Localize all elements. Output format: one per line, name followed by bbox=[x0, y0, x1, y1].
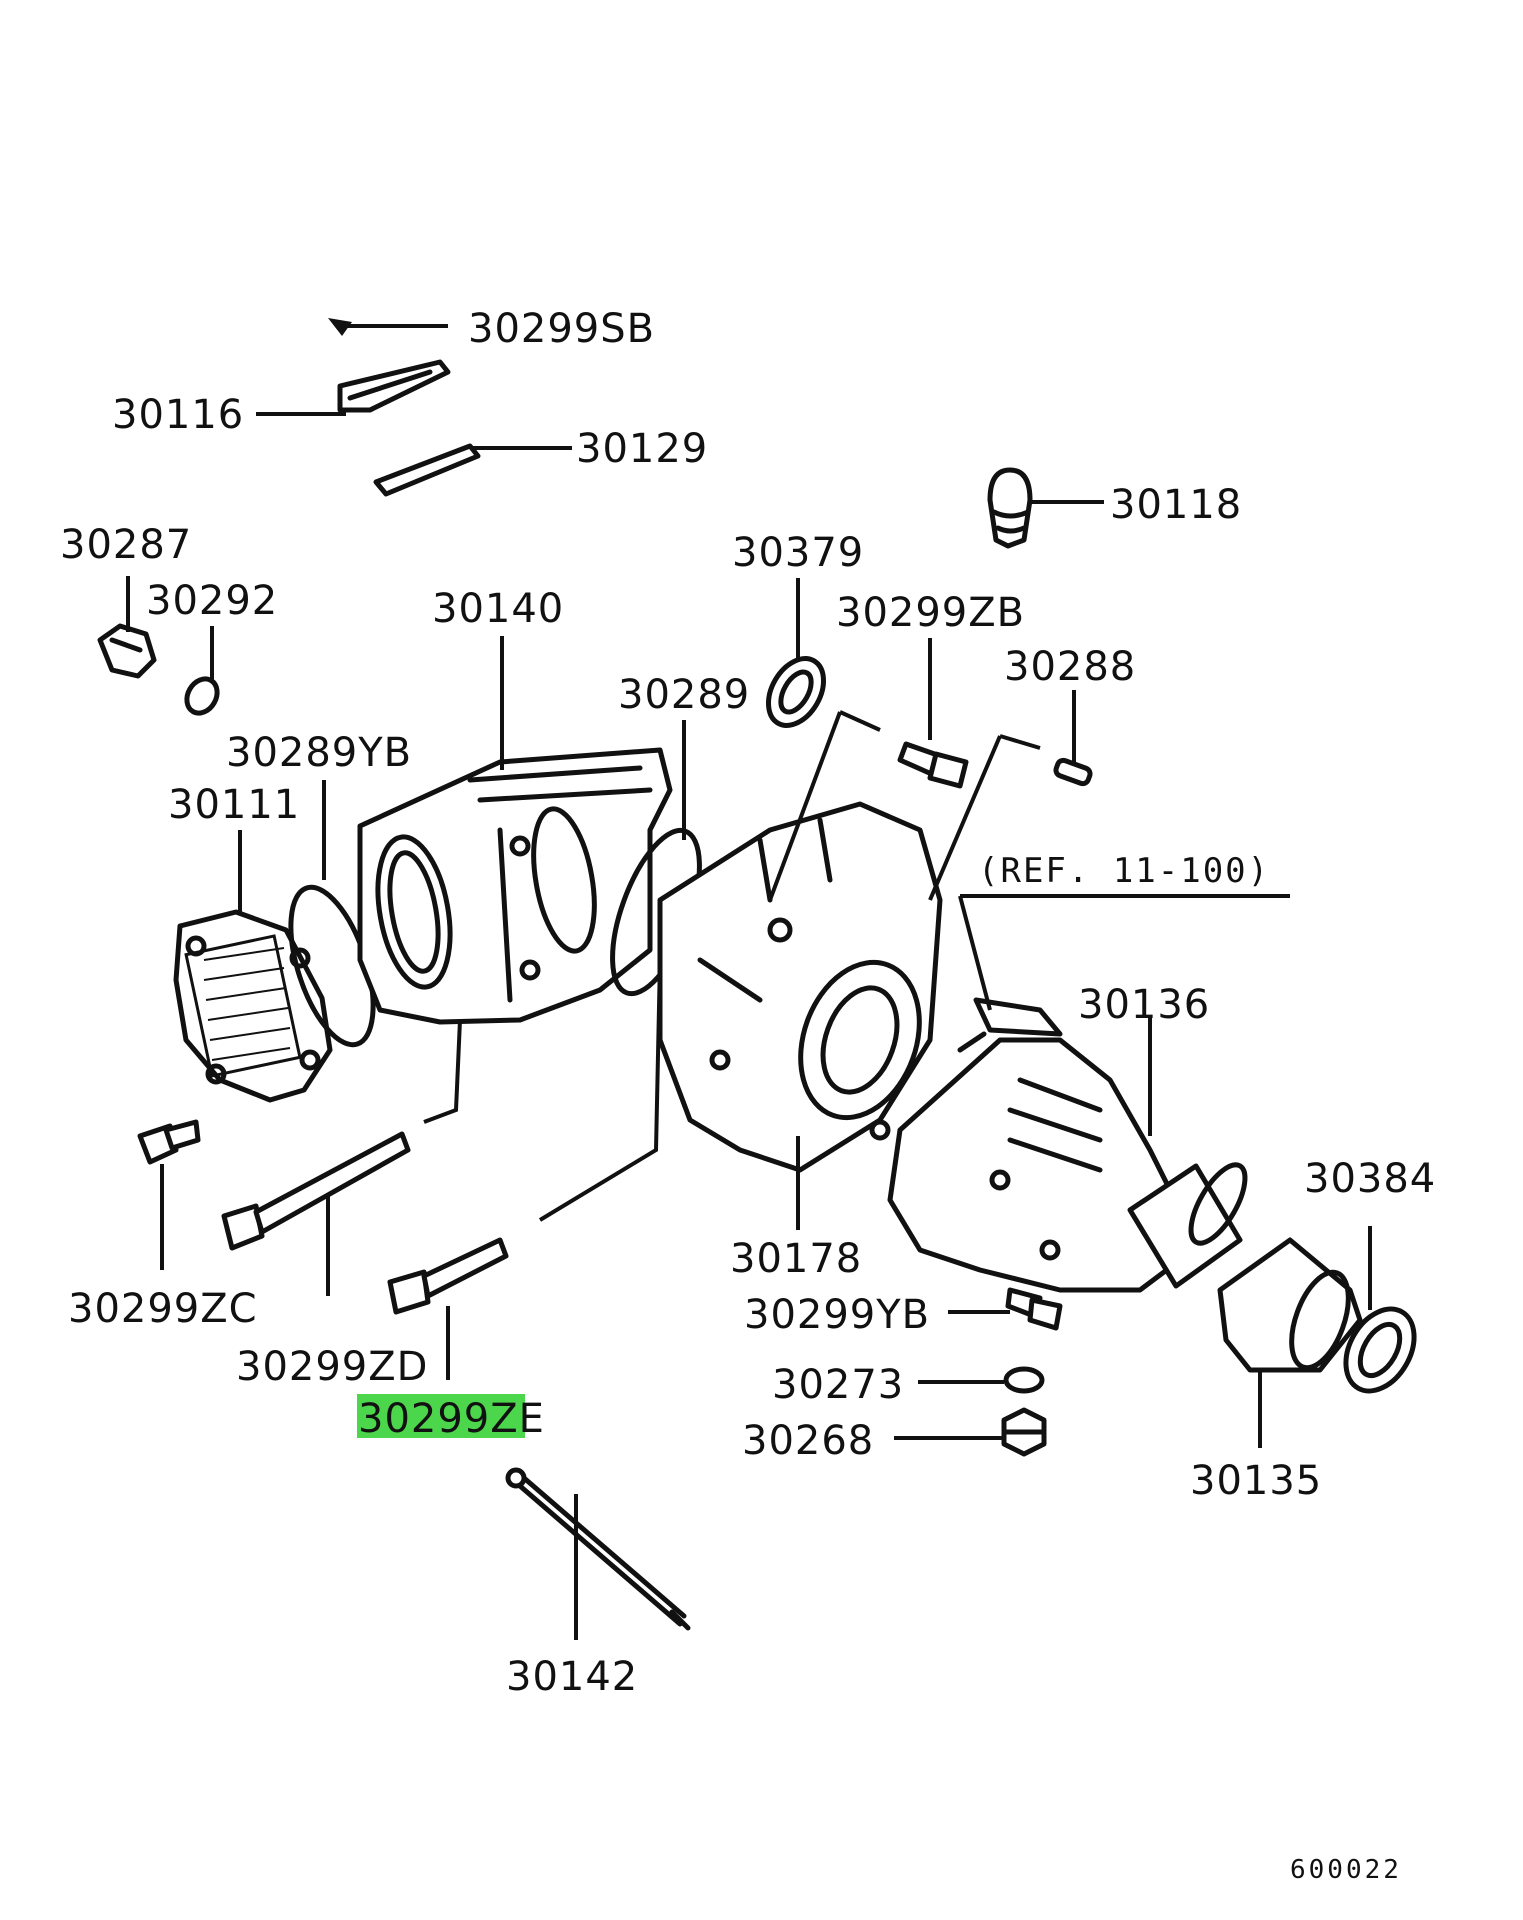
part-30116-plate bbox=[337, 359, 451, 413]
callout-30140[interactable]: 30140 bbox=[432, 586, 564, 632]
part-30178-case bbox=[657, 801, 943, 1173]
part-30292-washer bbox=[184, 676, 220, 716]
part-30299ZE-bolt bbox=[387, 1237, 509, 1315]
callout-labels: 30299SB 30116 30129 30118 30287 30292 30… bbox=[60, 306, 1436, 1700]
part-ref-gasket bbox=[957, 997, 1063, 1053]
part-30299ZB-bolt bbox=[897, 741, 969, 789]
callout-30299SB[interactable]: 30299SB bbox=[468, 306, 655, 352]
part-30140-housing bbox=[357, 747, 673, 1025]
part-30288-pin bbox=[1053, 757, 1093, 787]
callout-30142[interactable]: 30142 bbox=[506, 1654, 638, 1700]
leader-lines bbox=[126, 324, 1372, 1640]
callout-30118[interactable]: 30118 bbox=[1110, 482, 1242, 528]
callout-30288[interactable]: 30288 bbox=[1004, 644, 1136, 690]
callout-30136[interactable]: 30136 bbox=[1078, 982, 1210, 1028]
part-30111-cover bbox=[173, 909, 333, 1103]
part-30299ZD-bolt bbox=[221, 1131, 411, 1251]
callout-30289YB[interactable]: 30289YB bbox=[226, 730, 412, 776]
part-30299ZC-bolt bbox=[137, 1119, 201, 1165]
callout-30135[interactable]: 30135 bbox=[1190, 1458, 1322, 1504]
callout-30116[interactable]: 30116 bbox=[112, 392, 244, 438]
part-30136-extension-housing bbox=[887, 1037, 1248, 1293]
callout-30268[interactable]: 30268 bbox=[742, 1418, 874, 1464]
callout-30299ZE[interactable]: 30299ZE bbox=[358, 1396, 545, 1442]
callout-30299ZB[interactable]: 30299ZB bbox=[836, 590, 1025, 636]
part-30273-washer bbox=[1003, 1366, 1045, 1394]
reference-note: (REF. 11-100) bbox=[978, 851, 1270, 891]
callout-30178[interactable]: 30178 bbox=[730, 1236, 862, 1282]
callout-30379[interactable]: 30379 bbox=[732, 530, 864, 576]
callout-30289[interactable]: 30289 bbox=[618, 672, 750, 718]
part-30142-rod bbox=[505, 1467, 691, 1631]
part-30135-dust-cover bbox=[1217, 1237, 1363, 1373]
callout-30287[interactable]: 30287 bbox=[60, 522, 192, 568]
part-30129-gasket bbox=[373, 443, 481, 497]
callout-30299ZD[interactable]: 30299ZD bbox=[236, 1344, 428, 1390]
callout-30384[interactable]: 30384 bbox=[1304, 1156, 1436, 1202]
part-30287-plug bbox=[97, 623, 157, 679]
part-30118-knob bbox=[987, 467, 1033, 549]
callout-30129[interactable]: 30129 bbox=[576, 426, 708, 472]
part-30299YB-bolt bbox=[1005, 1287, 1063, 1331]
callout-30299YB[interactable]: 30299YB bbox=[744, 1292, 930, 1338]
highlight-30299ZE bbox=[357, 1394, 525, 1438]
callout-30299ZC[interactable]: 30299ZC bbox=[68, 1286, 258, 1332]
part-30268-plug bbox=[1001, 1407, 1047, 1457]
part-30299SB-clip bbox=[328, 318, 352, 336]
drawing-code: 600022 bbox=[1290, 1855, 1402, 1885]
callout-30292[interactable]: 30292 bbox=[146, 578, 278, 624]
callout-30111[interactable]: 30111 bbox=[168, 782, 300, 828]
part-30379-seal bbox=[766, 656, 826, 728]
callout-30273[interactable]: 30273 bbox=[772, 1362, 904, 1408]
part-30384-seal bbox=[1343, 1306, 1417, 1394]
